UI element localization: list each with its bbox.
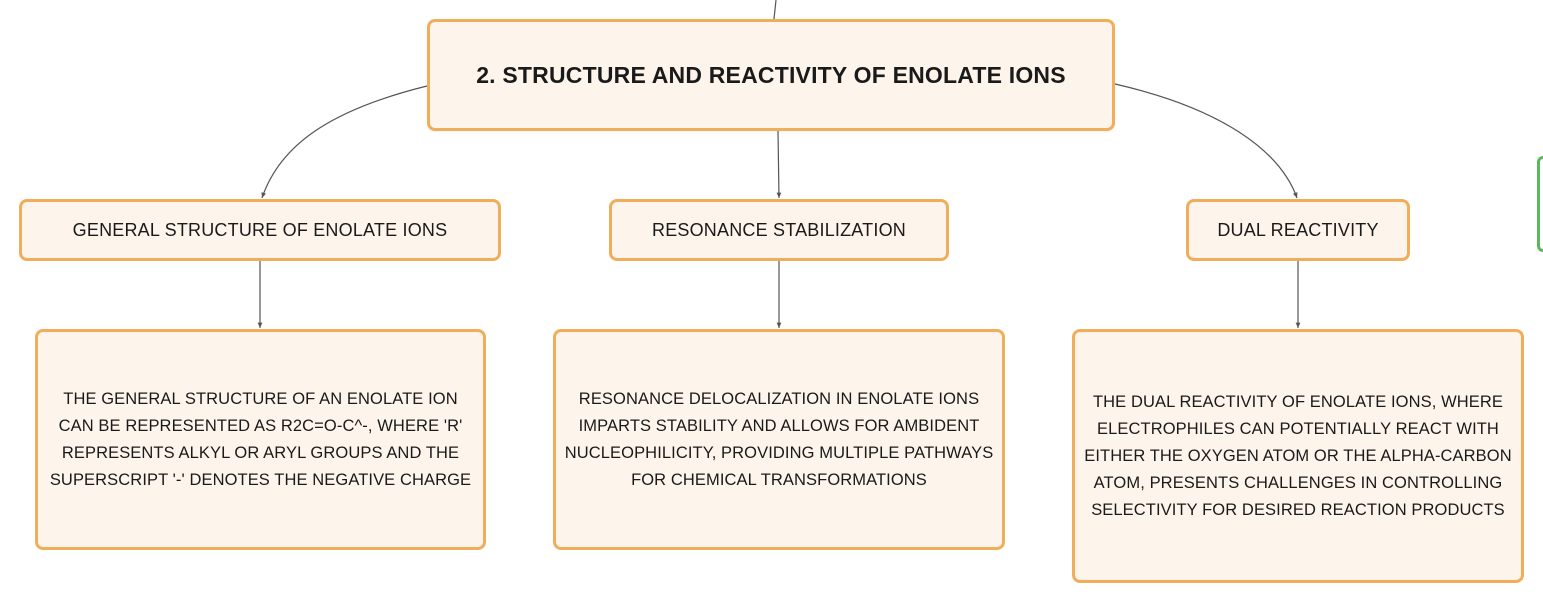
detail-node-dual-reactivity[interactable]: THE DUAL REACTIVITY OF ENOLATE IONS, WHE…: [1072, 329, 1524, 583]
root-topic-node[interactable]: 2. STRUCTURE AND REACTIVITY OF ENOLATE I…: [427, 19, 1115, 131]
connector-from-parent: [773, 0, 777, 20]
connector-root-to-dual-reactivity: [1114, 83, 1298, 199]
detail-text: RESONANCE DELOCALIZATION IN ENOLATE IONS…: [564, 389, 994, 489]
branch-node-dual-reactivity[interactable]: DUAL REACTIVITY: [1186, 199, 1410, 261]
branch-node-resonance-stabilization[interactable]: RESONANCE STABILIZATION: [609, 199, 949, 261]
branch-label: RESONANCE STABILIZATION: [652, 219, 906, 240]
branch-node-general-structure[interactable]: GENERAL STRUCTURE OF ENOLATE IONS: [19, 199, 501, 261]
branch-label: GENERAL STRUCTURE OF ENOLATE IONS: [72, 219, 448, 240]
connector-root-to-general-structure: [261, 85, 428, 199]
detail-text: THE DUAL REACTIVITY OF ENOLATE IONS, WHE…: [1084, 392, 1512, 519]
root-topic-label: 2. STRUCTURE AND REACTIVITY OF ENOLATE I…: [476, 61, 1066, 88]
branch-label: DUAL REACTIVITY: [1217, 219, 1379, 240]
detail-node-general-structure[interactable]: THE GENERAL STRUCTURE OF AN ENOLATE ION …: [35, 329, 486, 550]
detail-text: THE GENERAL STRUCTURE OF AN ENOLATE ION …: [49, 389, 472, 489]
connector-root-to-resonance: [776, 130, 782, 199]
offscreen-node-edge[interactable]: [1537, 156, 1543, 252]
detail-node-resonance-stabilization[interactable]: RESONANCE DELOCALIZATION IN ENOLATE IONS…: [553, 329, 1005, 550]
